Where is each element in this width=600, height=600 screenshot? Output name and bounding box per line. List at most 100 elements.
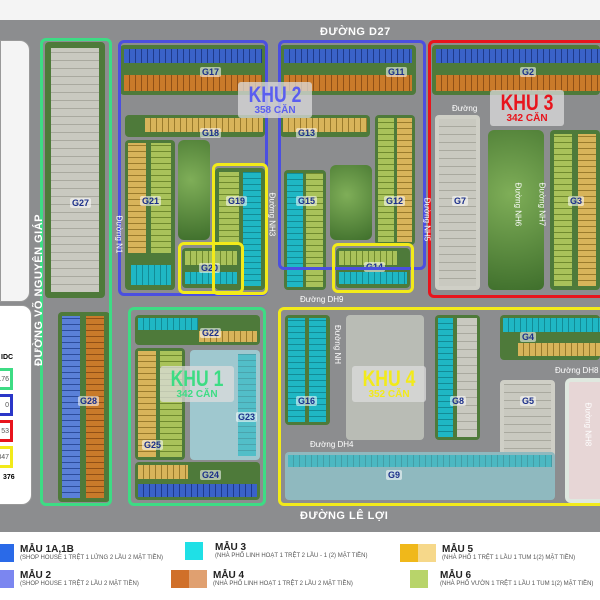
- block-g15[interactable]: [284, 170, 326, 290]
- block-g5[interactable]: [500, 380, 555, 460]
- legend-swatch: [0, 544, 14, 562]
- park: [330, 165, 372, 240]
- block-g9[interactable]: [285, 452, 555, 500]
- street-label: Đường NH8: [583, 402, 593, 447]
- legend-title: MẪU 1A,1B: [20, 544, 74, 555]
- block-g24[interactable]: [135, 462, 260, 500]
- block-label: G9: [386, 470, 403, 480]
- block-label: G25: [142, 440, 164, 450]
- block-label: G17: [200, 67, 222, 77]
- table-total: 376: [3, 474, 15, 481]
- zone-label-khu-2: KHU 2 358 CĂN: [238, 82, 313, 118]
- legend-swatch: [418, 544, 436, 562]
- block-g27[interactable]: [45, 42, 105, 298]
- block-label: G23: [236, 412, 258, 422]
- block-label: G12: [384, 196, 406, 206]
- zone-summary-panel: IDC 176 0 53 847 376: [0, 305, 32, 505]
- block-g3[interactable]: [550, 130, 600, 290]
- legend-swatch: [171, 570, 189, 588]
- legend-swatch: [189, 570, 207, 588]
- legend-item-mau-1: MẪU 1A,1B(SHOP HOUSE 1 TRỆT 1 LỬNG 2 LẦU…: [0, 544, 163, 562]
- zone-units: 342 CĂN: [506, 113, 548, 124]
- legend-title: MẪU 2: [20, 570, 52, 581]
- block-label: G24: [200, 470, 222, 480]
- legend-item-mau-4: MẪU 4(NHÀ PHỐ LINH HOẠT 1 TRỆT 2 LẦU 2 M…: [171, 570, 353, 588]
- block-g16[interactable]: [285, 315, 330, 425]
- legend-item-mau-5: MẪU 5(NHÀ PHỐ 1 TRỆT 1 LẦU 1 TUM 1(2) MẶ…: [400, 544, 575, 562]
- legend-swatch: [185, 542, 203, 560]
- master-plan-map: ĐƯỜNG D27 ĐƯỜNG LÊ LỢI G27 G28 G17 G11 G…: [0, 0, 600, 532]
- road-label-d27: ĐƯỜNG D27: [320, 26, 391, 38]
- legend-desc: (SHOP HOUSE 1 TRỆT 1 LỬNG 2 LẦU 2 MẶT TI…: [20, 555, 163, 561]
- street-label: Đường DH9: [300, 295, 344, 304]
- block-label: G19: [226, 196, 248, 206]
- block-g28[interactable]: [58, 312, 110, 502]
- block-label: G11: [386, 67, 407, 77]
- legend: MẪU 1A,1B(SHOP HOUSE 1 TRỆT 1 LỬNG 2 LẦU…: [0, 532, 600, 600]
- block-label: G15: [296, 196, 318, 206]
- legend-desc: (NHÀ PHỐ LINH HOẠT 1 TRỆT 2 LẦU - 1 (2) …: [215, 553, 368, 559]
- block-g12[interactable]: [375, 115, 415, 245]
- block-label: G14: [364, 262, 386, 272]
- block-g2[interactable]: [432, 45, 600, 95]
- block-g8[interactable]: [435, 315, 480, 440]
- table-row-khu-3: 53: [0, 420, 13, 442]
- block-label: G20: [199, 263, 221, 273]
- block-label: G21: [140, 196, 162, 206]
- facility-area: [565, 378, 600, 503]
- block-g4[interactable]: [500, 315, 600, 360]
- table-row-khu-1: 176: [0, 368, 13, 390]
- block-label: G18: [200, 128, 222, 138]
- zone-label-khu-3: KHU 3 342 CĂN: [490, 90, 565, 126]
- legend-swatch: [0, 570, 14, 588]
- block-g22[interactable]: [135, 315, 260, 345]
- block-label: G27: [70, 198, 92, 208]
- table-row-khu-4: 847: [0, 446, 13, 468]
- table-header: IDC: [1, 354, 14, 361]
- zone-name: KHU 1: [170, 366, 224, 391]
- table-row-khu-2: 0: [0, 394, 13, 416]
- block-label: G28: [78, 396, 100, 406]
- road-label-le-loi: ĐƯỜNG LÊ LỢI: [300, 510, 389, 522]
- legend-desc: (NHÀ PHỐ VƯỜN 1 TRỆT 1 LẦU 1 TUM 1(2) MẶ…: [440, 581, 594, 587]
- street-label: Đường NH: [333, 324, 343, 365]
- zone-label-khu-1: KHU 1 342 CĂN: [160, 366, 235, 402]
- block-label: G3: [568, 196, 585, 206]
- legend-swatch: [410, 570, 428, 588]
- legend-title: MẪU 6: [440, 570, 472, 581]
- park: [178, 140, 210, 240]
- legend-item-mau-2: MẪU 2(SHOP HOUSE 1 TRỆT 2 LẦU 2 MẶT TIỀN…: [0, 570, 139, 588]
- legend-item-mau-3: MẪU 3(NHÀ PHỐ LINH HOẠT 1 TRỆT 2 LẦU - 1…: [185, 542, 367, 560]
- central-park: [488, 130, 544, 290]
- block-label: G16: [296, 396, 318, 406]
- outer-area: [0, 0, 600, 20]
- street-label: Đường DH4: [310, 440, 354, 449]
- block-label: G7: [452, 196, 469, 206]
- block-label: G22: [200, 328, 222, 338]
- zone-name: KHU 4: [362, 366, 416, 391]
- zone-name: KHU 3: [500, 90, 554, 115]
- block-label: G13: [296, 128, 318, 138]
- block-g17[interactable]: [120, 45, 266, 95]
- street-label: Đường N1: [114, 215, 124, 254]
- street-label: Đường NH5: [422, 197, 432, 242]
- road-label-vo-nguyen-giap: ĐƯỜNG VÕ NGUYÊN GIÁP: [32, 214, 45, 366]
- street-label: Đường NH3: [267, 192, 277, 237]
- outer-area: [0, 40, 30, 302]
- zone-name: KHU 2: [248, 82, 302, 107]
- block-label: G4: [520, 332, 537, 342]
- zone-units: 352 CĂN: [368, 389, 410, 400]
- legend-item-mau-6: MẪU 6(NHÀ PHỐ VƯỜN 1 TRỆT 1 LẦU 1 TUM 1(…: [410, 570, 593, 588]
- zone-label-khu-4: KHU 4 352 CĂN: [352, 366, 427, 402]
- block-g21[interactable]: [125, 140, 175, 290]
- legend-desc: (NHÀ PHỐ 1 TRỆT 1 LẦU 1 TUM 1(2) MẶT TIỀ…: [442, 555, 576, 561]
- block-g18[interactable]: [125, 115, 265, 137]
- legend-swatch: [400, 544, 418, 562]
- block-g20[interactable]: [182, 248, 240, 288]
- block-label: G2: [520, 67, 537, 77]
- street-label: Đường NH6: [513, 182, 523, 227]
- zone-units: 358 CĂN: [254, 105, 296, 116]
- legend-desc: (NHÀ PHỐ LINH HOẠT 1 TRỆT 2 LẦU 2 MẶT TI…: [213, 581, 353, 587]
- legend-desc: (SHOP HOUSE 1 TRỆT 2 LẦU 2 MẶT TIỀN): [20, 581, 139, 587]
- block-g13[interactable]: [280, 115, 370, 137]
